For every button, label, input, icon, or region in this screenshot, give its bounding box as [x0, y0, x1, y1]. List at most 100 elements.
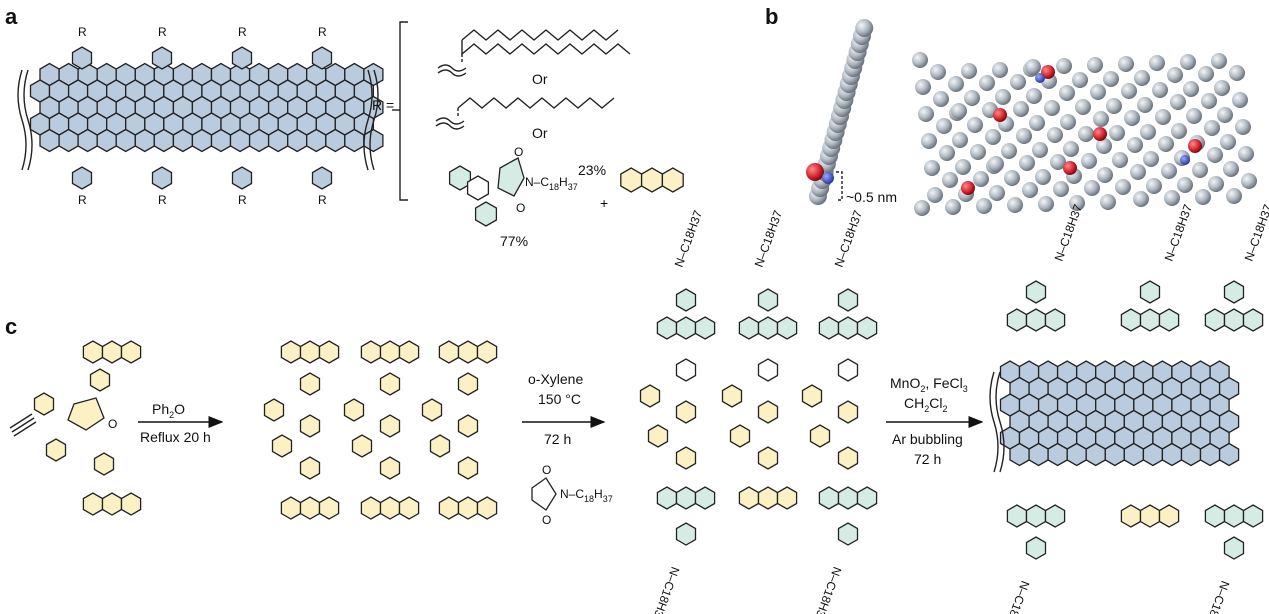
ribbon-atom	[1007, 197, 1023, 213]
ribbon-atom	[1124, 110, 1140, 126]
oxygen-atom	[1093, 127, 1107, 141]
ribbon-atom	[995, 89, 1011, 105]
final-top-adduct-ring-3	[1044, 308, 1066, 332]
ribbon-atom	[970, 144, 986, 160]
final-top-adduct-ring-3	[1242, 308, 1264, 332]
adduct-top-anthracene-ring-2	[757, 316, 779, 340]
oxygen-atom	[961, 181, 975, 195]
adduct-maleimide-ring	[837, 288, 859, 312]
ribbon-atom	[1155, 109, 1171, 125]
ribbon-atom	[1090, 84, 1106, 100]
ribbon-atom	[1075, 99, 1091, 115]
ribbon-atom	[1059, 85, 1075, 101]
top-phenyl-ring	[71, 46, 93, 70]
polyphenylene-precursor	[263, 340, 498, 520]
scale-label: ~0.5 nm	[846, 189, 897, 205]
ribbon-atom	[1192, 162, 1208, 178]
oxygen-atom	[1041, 65, 1055, 79]
ribbon-atom	[1170, 94, 1186, 110]
anthracene-percent-label: 23%	[578, 162, 606, 178]
final-ribbon-ring	[1142, 442, 1164, 467]
ribbon-atom	[1241, 173, 1257, 189]
final-ribbon-ring	[1123, 442, 1145, 467]
top-phenyl-ring	[231, 46, 253, 70]
bottom-phenyl-ring	[231, 166, 253, 190]
r-label-bottom: R	[78, 193, 87, 207]
r-label-top: R	[158, 25, 167, 39]
ribbon-atom	[1019, 155, 1035, 171]
final-maleimide-ring	[1139, 280, 1161, 304]
nanoribbon-hexagon-lattice	[29, 62, 384, 153]
final-bottom-group-ring-3	[1158, 504, 1180, 528]
ribbon-atom	[1146, 178, 1162, 194]
r-label-bottom: R	[238, 193, 247, 207]
oxygen-atom	[993, 108, 1007, 122]
precursor-bottom-anthracene-ring-1	[280, 496, 302, 520]
monomer-top-anthracene-ring-1	[82, 340, 104, 364]
monomer-phenyl-bottom-left	[45, 438, 67, 462]
maleimide-ring	[531, 477, 557, 511]
bottom-anthracene-ring-3	[694, 486, 716, 510]
ribbon-atom	[1078, 126, 1094, 142]
ribbon-atom	[912, 52, 928, 68]
nanoribbon-ring	[134, 128, 155, 153]
top-chain-label: N–C18H37	[672, 208, 706, 269]
ribbon-atom	[948, 76, 964, 92]
ribbon-atom	[1013, 101, 1029, 117]
ribbon-atom	[1112, 152, 1128, 168]
ribbon-atom	[1087, 57, 1103, 73]
nanoribbon-ring	[191, 128, 213, 153]
side-phenyl	[639, 384, 661, 408]
ribbon-atom	[1133, 191, 1149, 207]
top-chain-label: N–C18H37	[832, 208, 866, 269]
adduct-phenyl	[675, 358, 697, 382]
adduct-top-anthracene-ring-3	[694, 316, 716, 340]
nanoribbon-ring	[39, 128, 60, 153]
nanoribbon-ring	[363, 128, 384, 153]
ribbon-atom	[1063, 141, 1079, 157]
ribbon-atom	[1183, 81, 1199, 97]
core-ring	[757, 400, 779, 424]
final-ribbon-ring	[1180, 442, 1202, 467]
ribbon-atom	[1025, 59, 1041, 75]
nanoribbon-ring	[210, 128, 232, 153]
nanoribbon-ring	[267, 128, 289, 153]
nanoribbon-ring	[115, 128, 136, 153]
r-label-top: R	[318, 25, 327, 39]
final-top-adduct-ring-2	[1139, 308, 1161, 332]
final-bottom-group-ring-2	[1223, 504, 1245, 528]
ribbon-atom	[945, 199, 961, 215]
final-bottom-group-ring-1	[1006, 504, 1028, 528]
ribbon-atom	[1167, 67, 1183, 83]
final-top-adduct-ring-1	[1006, 308, 1028, 332]
precursor-top-anthracene-ring-2	[379, 340, 401, 364]
adduct-maleimide-ring	[757, 288, 779, 312]
r-equals-label: R =	[372, 97, 394, 113]
ribbon-atom	[1072, 72, 1088, 88]
ribbon-atom	[1050, 154, 1066, 170]
ribbon-atom	[988, 156, 1004, 172]
ribbon-atom	[1032, 142, 1048, 158]
precursor-top-anthracene-ring-3	[318, 340, 340, 364]
nanoribbon-ring	[229, 128, 251, 153]
r-label-bottom: R	[158, 193, 167, 207]
top-chain-label: N–C18H37	[752, 208, 786, 269]
ribbon-atom	[1149, 55, 1165, 71]
ribbon-atom	[1217, 107, 1233, 123]
ribbon-atom	[1127, 137, 1143, 153]
bottom-anthracene-ring-3	[776, 486, 798, 510]
ribbon-atom	[989, 185, 1005, 201]
ribbon-atom	[1177, 177, 1193, 193]
or-label-1: Or	[532, 71, 548, 87]
adduct-top-anthracene-ring-1	[738, 316, 760, 340]
plus-label: +	[600, 195, 608, 211]
ribbon-atom	[1238, 146, 1254, 162]
bottom-chain-label: N–C18H37	[811, 565, 845, 614]
precursor-core-ring	[457, 414, 479, 438]
precursor-phenyl	[379, 372, 401, 396]
ribbon-atom	[1115, 179, 1131, 195]
ribbon-atom	[921, 133, 937, 149]
chain-carbon	[855, 19, 874, 37]
oxygen-atom	[1188, 139, 1202, 153]
